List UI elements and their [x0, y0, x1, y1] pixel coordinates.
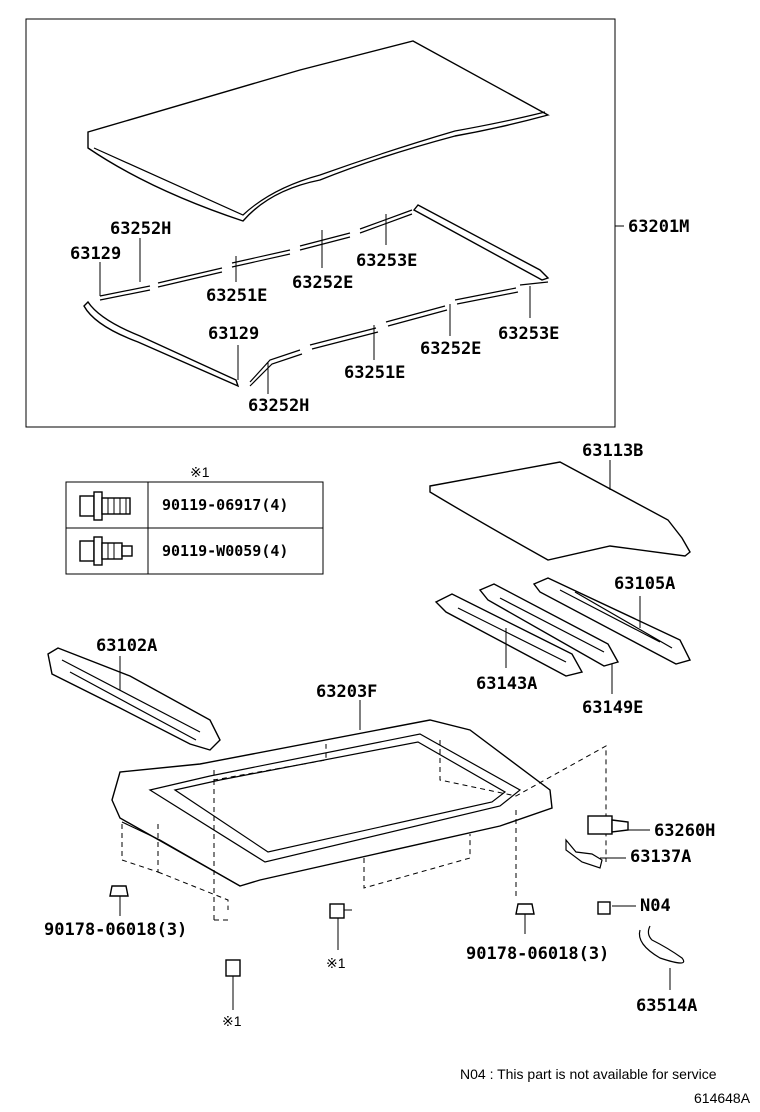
label-63201m: 63201M	[628, 217, 689, 237]
label-63149e: 63149E	[582, 698, 643, 718]
label-63252h-bottom: 63252H	[248, 396, 309, 416]
label-63252h-top: 63252H	[110, 219, 171, 239]
housing-opening	[148, 733, 522, 863]
label-ref1-mid: ※1	[326, 955, 346, 971]
drain-hose-bracket	[565, 815, 685, 990]
dashed-projections	[121, 740, 607, 921]
label-63514a: 63514A	[636, 996, 697, 1016]
lower-strip-row	[249, 281, 549, 383]
front-reinforcement-part	[47, 647, 221, 751]
figure-id: 614648A	[694, 1090, 751, 1106]
label-63251e-top: 63251E	[206, 286, 267, 306]
label-63105a: 63105A	[614, 574, 675, 594]
fastener-row-1-part: 90119-06917(4)	[162, 496, 288, 514]
roof-panel	[429, 461, 691, 561]
headliner-panel	[87, 40, 550, 222]
label-63252e-bottom: 63252E	[420, 339, 481, 359]
center-reinforcement-a-part	[434, 593, 584, 677]
label-63252e-top: 63252E	[292, 273, 353, 293]
label-63260h: 63260H	[654, 821, 715, 841]
headliner-edge	[93, 111, 546, 216]
rear-reinforcement-part	[532, 577, 692, 665]
label-63253e-bottom: 63253E	[498, 324, 559, 344]
label-63137a: 63137A	[630, 847, 691, 867]
lower-strip-long	[83, 300, 240, 388]
label-63129-bottom: 63129	[208, 324, 259, 344]
center-reinforcement-e-part	[478, 583, 620, 667]
fasteners-bottom	[109, 885, 636, 1010]
label-ref1-left: ※1	[222, 1013, 242, 1029]
flange-bolt-icon	[79, 491, 131, 521]
upper-strip-row	[99, 209, 413, 297]
label-90178-right: 90178-06018(3)	[466, 944, 609, 964]
label-63253e-top: 63253E	[356, 251, 417, 271]
label-63129-top: 63129	[70, 244, 121, 264]
upper-strip-long	[412, 204, 550, 281]
service-note: N04 : This part is not available for ser…	[460, 1066, 717, 1082]
fastener-table-header: ※1	[190, 464, 210, 480]
leader-lines-top	[99, 214, 624, 394]
label-63113b: 63113B	[582, 441, 643, 461]
fastener-row-2-part: 90119-W0059(4)	[162, 542, 288, 560]
label-63203f: 63203F	[316, 682, 377, 702]
fastener-table: ※1 90119-06917(4) 90119-W0059(4)	[65, 464, 324, 575]
label-90178-left: 90178-06018(3)	[44, 920, 187, 940]
assembly-frame	[25, 18, 616, 428]
label-63143a: 63143A	[476, 674, 537, 694]
stud-bolt-icon	[79, 536, 133, 566]
label-63251e-bottom: 63251E	[344, 363, 405, 383]
label-63102a: 63102A	[96, 636, 157, 656]
label-n04: N04	[640, 896, 671, 916]
